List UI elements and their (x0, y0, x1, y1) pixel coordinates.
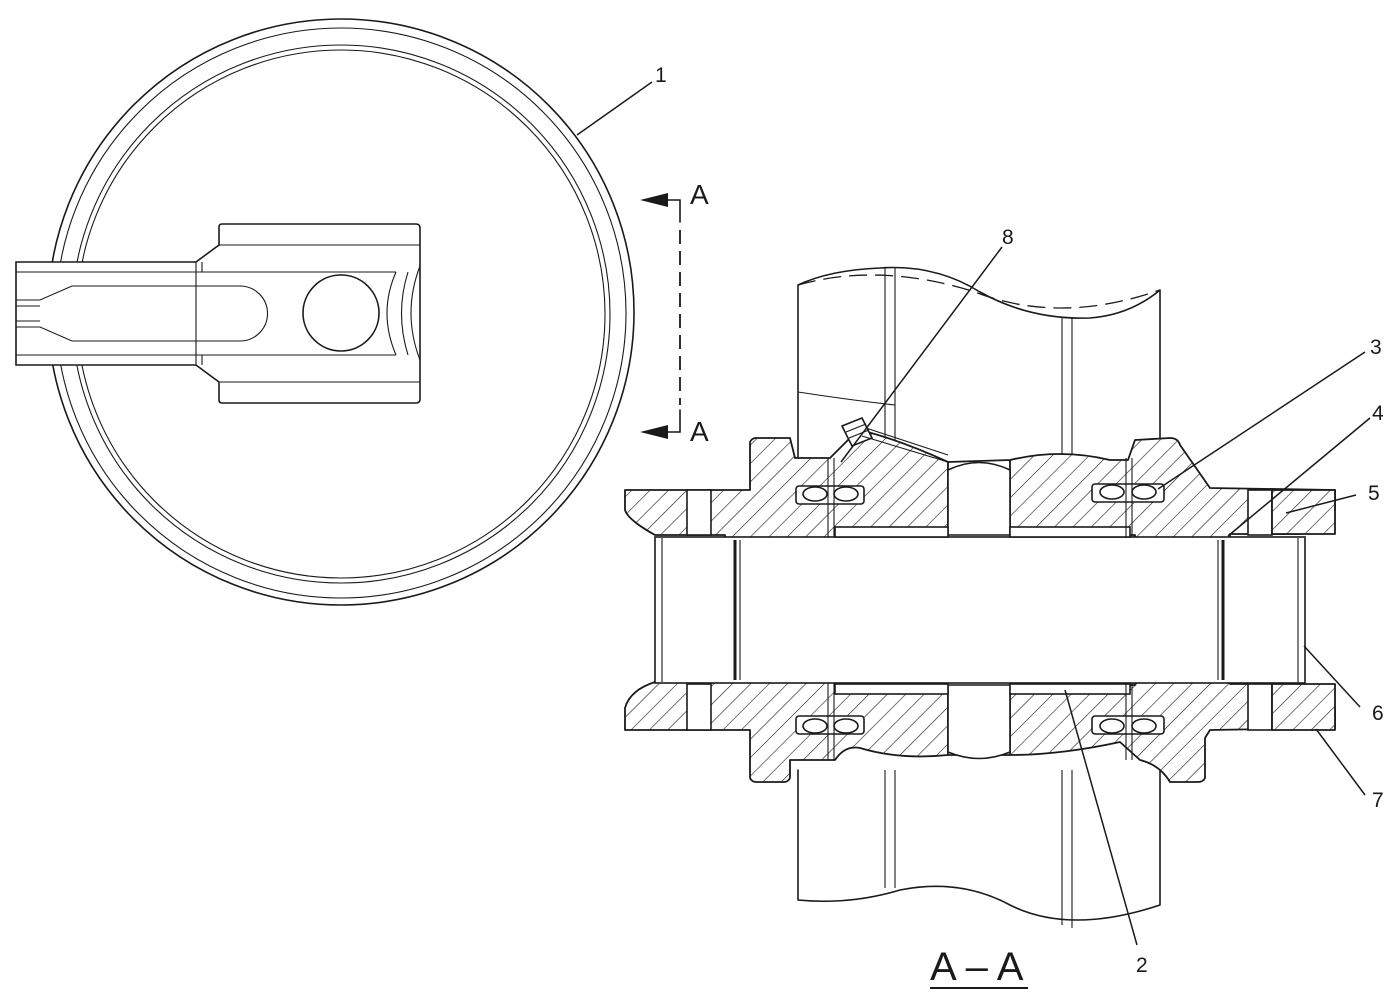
frame-lower (797, 769, 1161, 921)
frame-upper (797, 266, 1161, 461)
seal-upper-right (1091, 483, 1165, 503)
bracket-bore (302, 274, 380, 352)
leader-lines (576, 81, 1371, 946)
callout-1: 1 (655, 64, 667, 87)
section-title: A – A (930, 945, 1024, 989)
shaft-bracket (15, 223, 421, 404)
center-cavity (947, 461, 1011, 536)
idler-section-view (624, 266, 1336, 928)
collar-left-upper (686, 489, 712, 536)
shaft (654, 536, 1306, 684)
callout-2: 2 (1136, 954, 1148, 977)
seal-lower-right (1091, 715, 1165, 735)
section-letter-bottom: A (690, 416, 709, 447)
collar-right-lower (1247, 683, 1273, 731)
idler-side-view (15, 18, 635, 606)
callout-8: 8 (1002, 226, 1014, 249)
callout-5: 5 (1368, 482, 1380, 505)
bushing-lower (834, 683, 949, 695)
collar-left-lower (686, 683, 712, 731)
fill-plug (840, 416, 949, 463)
callout-6: 6 (1372, 702, 1384, 725)
bushing-upper (834, 526, 949, 538)
seal-upper-left (795, 485, 865, 505)
callout-4: 4 (1372, 402, 1384, 425)
collar-right-upper (1247, 489, 1273, 536)
section-cut-line (640, 193, 681, 439)
callout-7: 7 (1372, 789, 1384, 812)
callout-3: 3 (1370, 336, 1382, 359)
seal-lower-left (795, 715, 865, 735)
section-letter-top: A (690, 179, 709, 210)
